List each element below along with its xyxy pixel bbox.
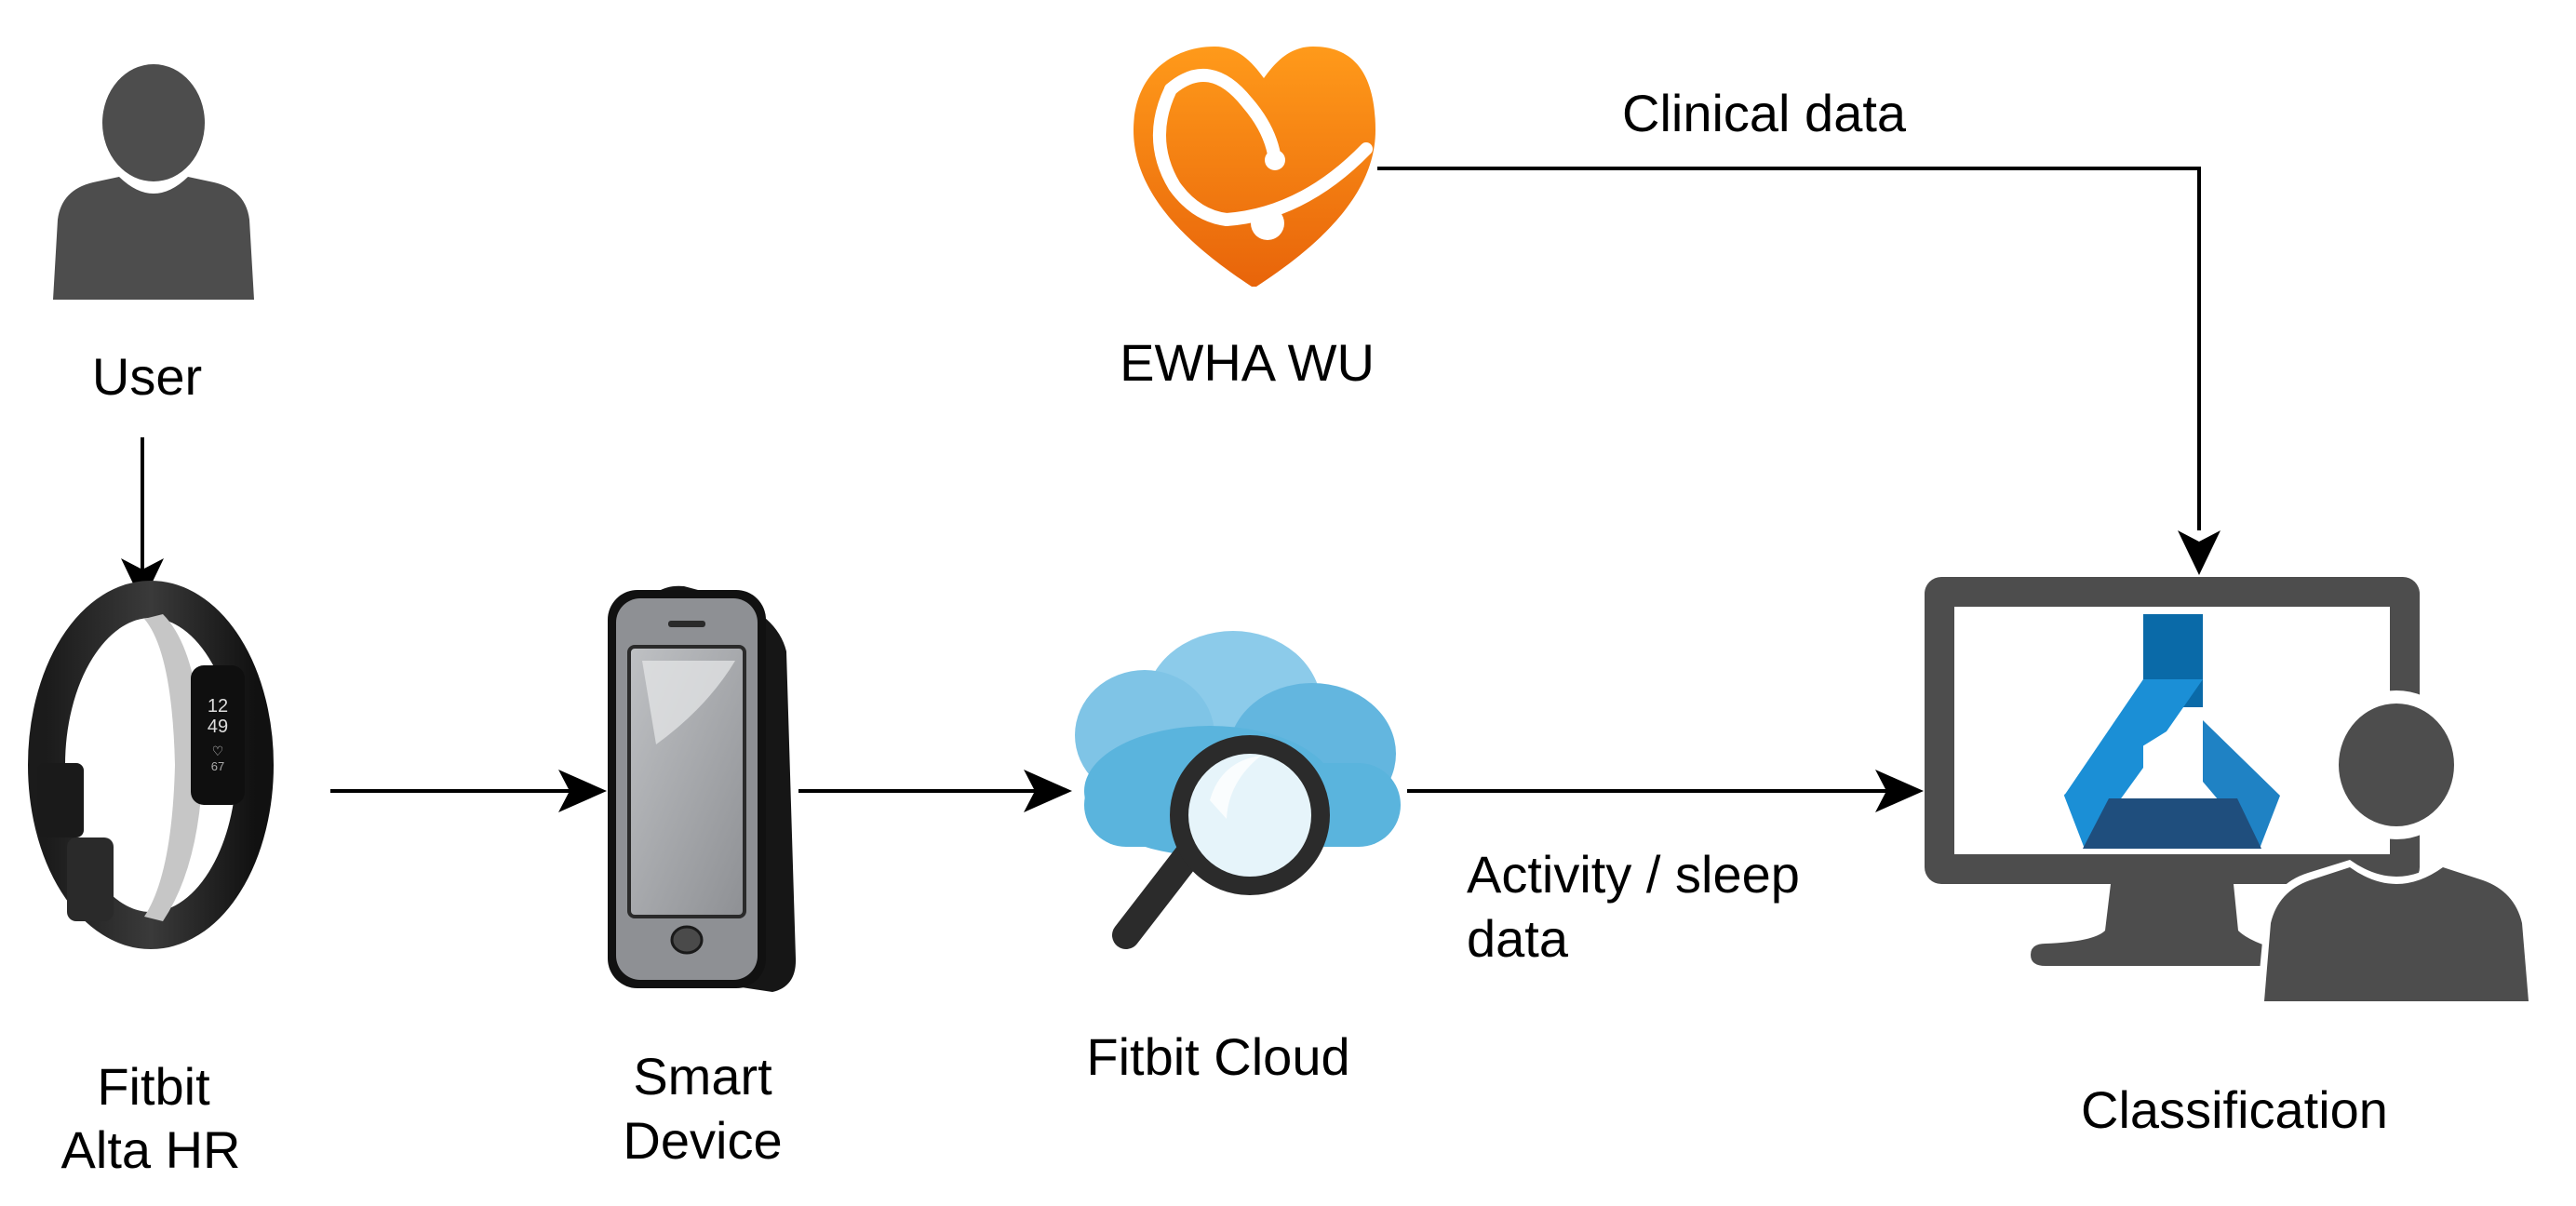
ml-flask-icon bbox=[2064, 614, 2280, 849]
fitbit-band-icon: 12 49 ♡ 67 bbox=[28, 581, 274, 949]
smartphone-icon bbox=[608, 585, 797, 992]
activity-sleep-label-line2: data bbox=[1467, 909, 1568, 968]
cloud-search-icon bbox=[1075, 631, 1401, 949]
arrowheads bbox=[121, 530, 2220, 812]
user-icon bbox=[53, 64, 254, 300]
monitor-ml-user-icon bbox=[1925, 577, 2535, 1001]
arrowhead-right-phone bbox=[558, 770, 607, 812]
watch-time-min: 49 bbox=[208, 717, 228, 737]
smart-device-label-line1: Smart bbox=[633, 1047, 772, 1106]
fitbit-label-line2: Alta HR bbox=[60, 1120, 241, 1179]
watch-hr-value: 67 bbox=[211, 759, 224, 773]
user-label: User bbox=[91, 347, 203, 406]
arrowhead-down-fitbit bbox=[121, 558, 164, 603]
ewha-label: EWHA WU bbox=[1120, 333, 1375, 392]
clinical-data-label: Clinical data bbox=[1622, 84, 1907, 142]
arrowhead-right-classification bbox=[1875, 770, 1924, 812]
watch-heart-glyph: ♡ bbox=[212, 744, 224, 759]
fitbit-cloud-label: Fitbit Cloud bbox=[1086, 1027, 1350, 1086]
heart-stethoscope-icon bbox=[1134, 47, 1375, 287]
classification-label: Classification bbox=[2081, 1080, 2388, 1139]
smart-device-label-line2: Device bbox=[623, 1111, 783, 1170]
activity-sleep-label-line1: Activity / sleep bbox=[1467, 845, 1800, 904]
arrowhead-down-classification bbox=[2178, 530, 2220, 575]
arrow-ewha-to-classification bbox=[1377, 167, 2201, 530]
analyst-user-icon bbox=[2257, 690, 2535, 1001]
watch-time-hour: 12 bbox=[208, 696, 228, 717]
connectors bbox=[141, 167, 2201, 793]
arrowhead-right-cloud bbox=[1024, 770, 1072, 812]
fitbit-label-line1: Fitbit bbox=[97, 1057, 210, 1116]
